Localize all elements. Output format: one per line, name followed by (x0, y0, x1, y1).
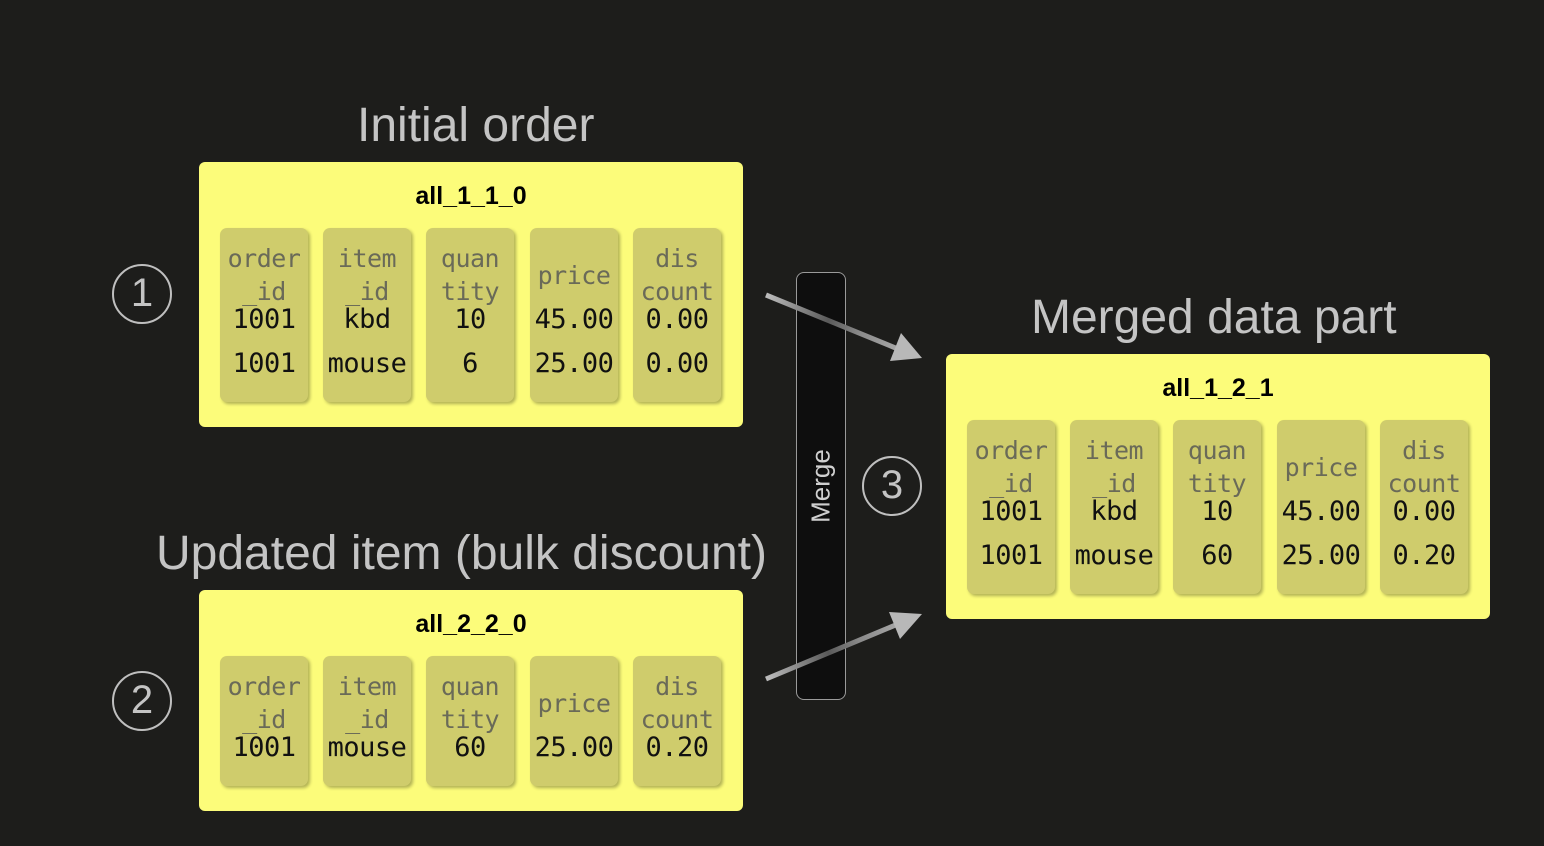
table-cell: 0.20 (1392, 540, 1456, 571)
table-cell: 0.00 (645, 348, 709, 379)
table-cell: 60 (454, 732, 486, 763)
table-cell: 0.20 (645, 732, 709, 763)
column-header: item _id (337, 672, 397, 734)
table-cell: 1001 (232, 304, 296, 335)
column-header: order _id (227, 244, 301, 306)
arrow-bottom-head (889, 612, 922, 639)
column: price 45.00 25.00 (530, 228, 618, 402)
table-cell: kbd (343, 304, 391, 335)
column-header: order _id (227, 672, 301, 734)
table-cell: 45.00 (1281, 496, 1361, 527)
column-header: item _id (337, 244, 397, 306)
table-cell: mouse (1074, 540, 1154, 571)
column-header: price (1284, 452, 1358, 482)
table-cell: 10 (454, 304, 486, 335)
column-header: price (537, 260, 611, 290)
column-header: price (537, 688, 611, 718)
table-cell: 1001 (979, 540, 1043, 571)
column-header: item _id (1084, 436, 1144, 498)
column-header: dis count (640, 672, 714, 734)
table-cell: 1001 (979, 496, 1043, 527)
part-name: all_2_2_0 (415, 610, 527, 638)
column: price 25.00 (530, 656, 618, 786)
table-cell: 45.00 (534, 304, 614, 335)
table-cell: 25.00 (1281, 540, 1361, 571)
table-cell: mouse (327, 732, 407, 763)
step-3-marker: 3 (862, 456, 922, 516)
merge-bar: Merge (796, 272, 846, 700)
column: price 45.00 25.00 (1277, 420, 1365, 594)
step-1-marker: 1 (112, 264, 172, 324)
table-cell: mouse (327, 348, 407, 379)
column-header: dis count (1387, 436, 1461, 498)
column-header: order _id (974, 436, 1048, 498)
table-cell: 0.00 (645, 304, 709, 335)
table-cell: 1001 (232, 348, 296, 379)
part-name: all_1_2_1 (1162, 374, 1274, 402)
table-cell: 6 (462, 348, 478, 379)
updated-item-heading: Updated item (bulk discount) (156, 527, 767, 580)
table-cell: 10 (1201, 496, 1233, 527)
arrow-bottom-line (765, 621, 899, 682)
merged-part-heading: Merged data part (1031, 291, 1397, 344)
initial-order-heading: Initial order (357, 99, 595, 152)
table-cell: 25.00 (534, 348, 614, 379)
table-cell: 1001 (232, 732, 296, 763)
arrow-top-line (765, 292, 899, 352)
arrow-top-head (890, 333, 922, 361)
table-cell: 60 (1201, 540, 1233, 571)
column-header: quan tity (440, 672, 500, 734)
column-header: quan tity (440, 244, 500, 306)
table-cell: 25.00 (534, 732, 614, 763)
table-cell: 0.00 (1392, 496, 1456, 527)
step-2-marker: 2 (112, 671, 172, 731)
table-cell: kbd (1090, 496, 1138, 527)
column-header: dis count (640, 244, 714, 306)
column-header: quan tity (1187, 436, 1247, 498)
part-name: all_1_1_0 (415, 182, 527, 210)
